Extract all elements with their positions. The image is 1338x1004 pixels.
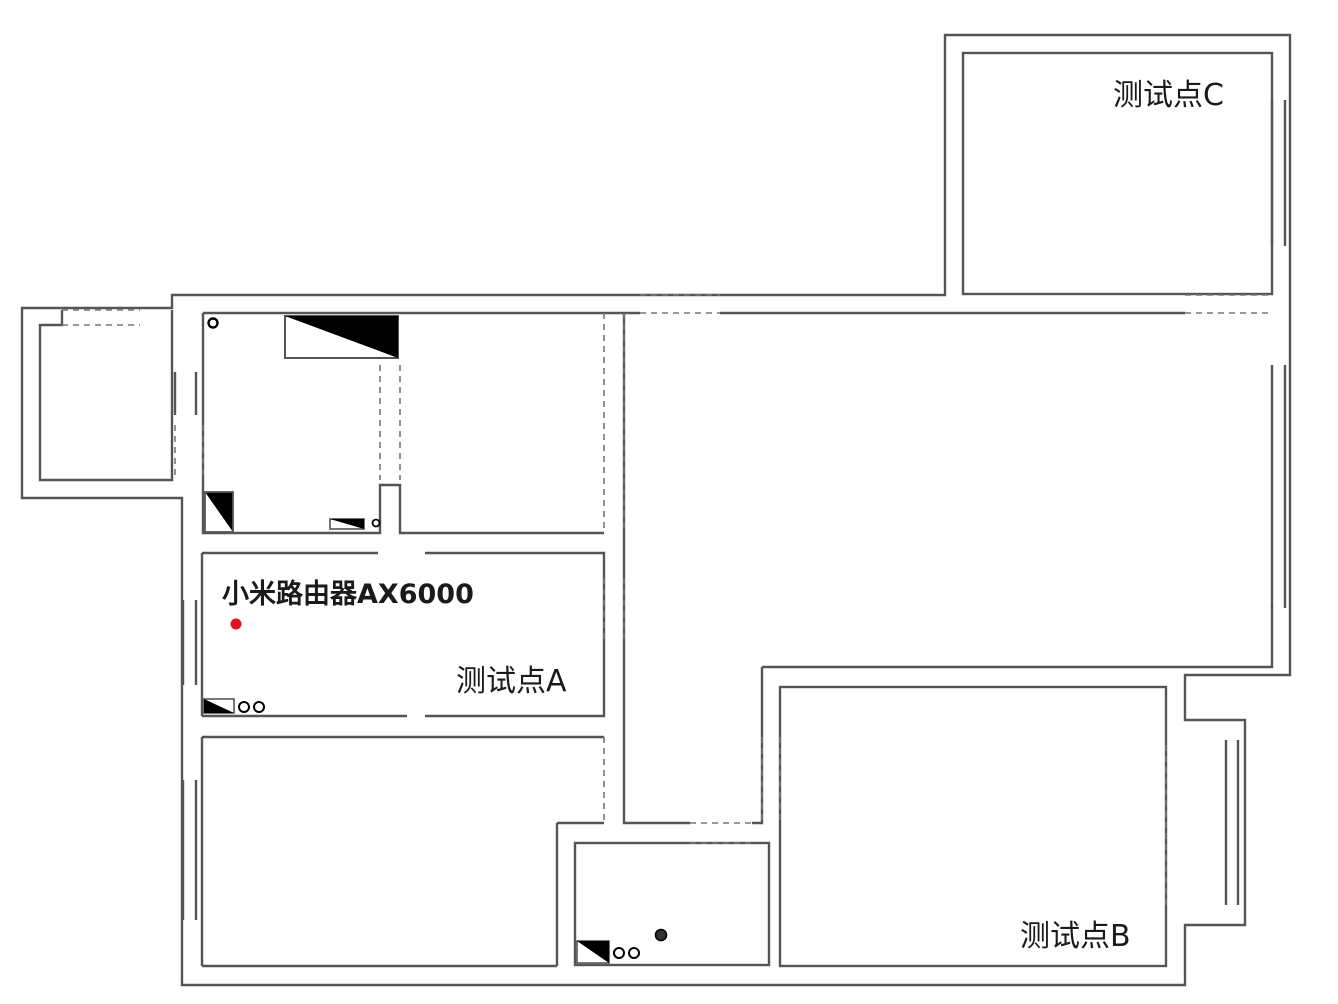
router-label: 小米路由器AX6000 xyxy=(222,579,474,610)
left-balcony xyxy=(38,310,174,482)
walls xyxy=(20,33,1292,987)
fixtures xyxy=(203,315,668,964)
test-point-b-label: 测试点B xyxy=(1020,919,1131,954)
outer-wall xyxy=(20,33,1292,987)
test-point-a-label: 测试点A xyxy=(456,664,567,699)
small-bath xyxy=(573,841,771,967)
bed-shade xyxy=(285,316,398,358)
router-dot xyxy=(230,618,242,630)
door-openings xyxy=(62,294,1272,905)
bath-block xyxy=(201,313,604,535)
toilet-fixture xyxy=(205,492,233,532)
test-point-c-label: 测试点C xyxy=(1113,78,1224,113)
lower-left-room xyxy=(202,735,764,825)
